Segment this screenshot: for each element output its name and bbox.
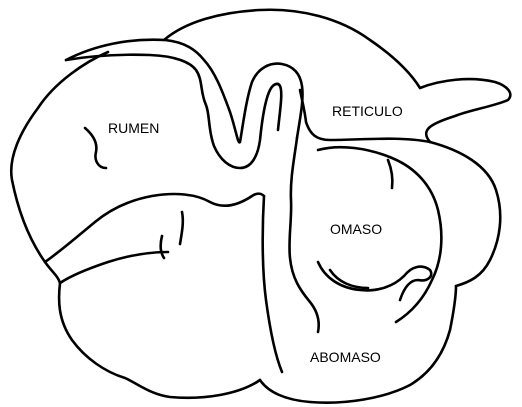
omaso-leaf-fold-1: [318, 262, 404, 290]
esophageal-band-bottom: [66, 55, 281, 168]
rumen-ventral-fold: [180, 212, 183, 244]
abomaso-outline: [260, 286, 456, 403]
rumen-dorsal-fold: [85, 128, 106, 168]
omaso-outline: [430, 142, 500, 286]
omaso-leaf-fold-3: [400, 267, 431, 300]
rumen-caudal-edge: [60, 252, 168, 283]
rumen-ventral-fold-2: [161, 236, 164, 258]
omaso-left-wall: [289, 138, 318, 332]
rumen-outline: [11, 52, 260, 398]
omaso-upper-fold: [388, 160, 392, 188]
abomaso-upper-edge: [263, 196, 282, 372]
label-omaso: OMASO: [330, 221, 382, 237]
omaso-leaf-fold-2: [330, 270, 368, 288]
label-abomaso: ABOMASO: [310, 349, 381, 365]
label-rumen: RUMEN: [108, 120, 159, 136]
label-reticulo: RETICULO: [332, 103, 403, 119]
